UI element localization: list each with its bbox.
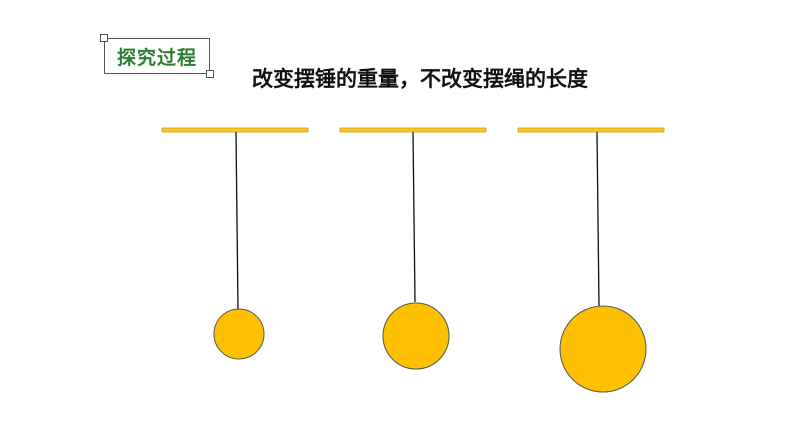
page-title: 改变摆锤的重量，不改变摆绳的长度	[252, 67, 588, 91]
pendulum-bob	[213, 308, 265, 360]
support-bar	[161, 127, 309, 133]
pendulum-string	[596, 131, 600, 307]
pendulum-small	[161, 127, 309, 360]
support-bar	[339, 127, 487, 133]
pendulum-string	[412, 131, 416, 303]
section-tag: 探究过程	[100, 34, 214, 78]
pendulum-large	[517, 127, 665, 393]
pendulum-bob	[382, 302, 450, 370]
pendulum-bob	[559, 305, 647, 393]
pendulum-medium	[339, 127, 487, 370]
section-tag-label: 探究过程	[116, 46, 197, 69]
pendulum-string	[235, 131, 239, 310]
support-bar	[517, 127, 665, 133]
